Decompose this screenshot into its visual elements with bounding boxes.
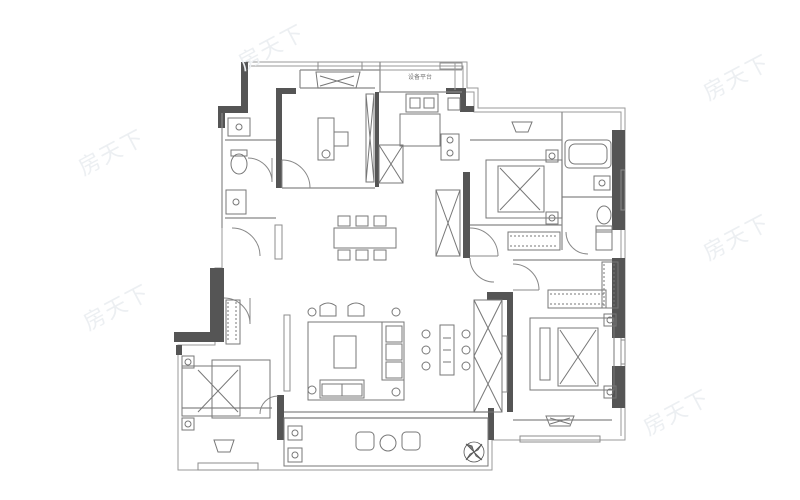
right-bathroom-fixtures [564,139,613,251]
study-furniture [315,71,361,161]
bedroom-lower-right [529,313,617,427]
partitions [182,62,612,421]
side-table [421,324,471,376]
equipment-platform-label: 设备平台 [408,73,432,81]
door-swings [223,157,589,415]
windows [197,61,626,471]
dining-set [333,215,397,261]
plant [463,441,485,463]
living-furniture [307,302,405,401]
bedroom-lower-left [181,355,271,453]
outer-outline [177,61,626,471]
left-bathroom-fixtures [225,117,251,215]
balcony [283,417,489,467]
walls [174,62,625,440]
bedroom-upper-right [485,121,563,225]
closets [225,93,619,413]
kitchen-fixtures [380,62,462,161]
